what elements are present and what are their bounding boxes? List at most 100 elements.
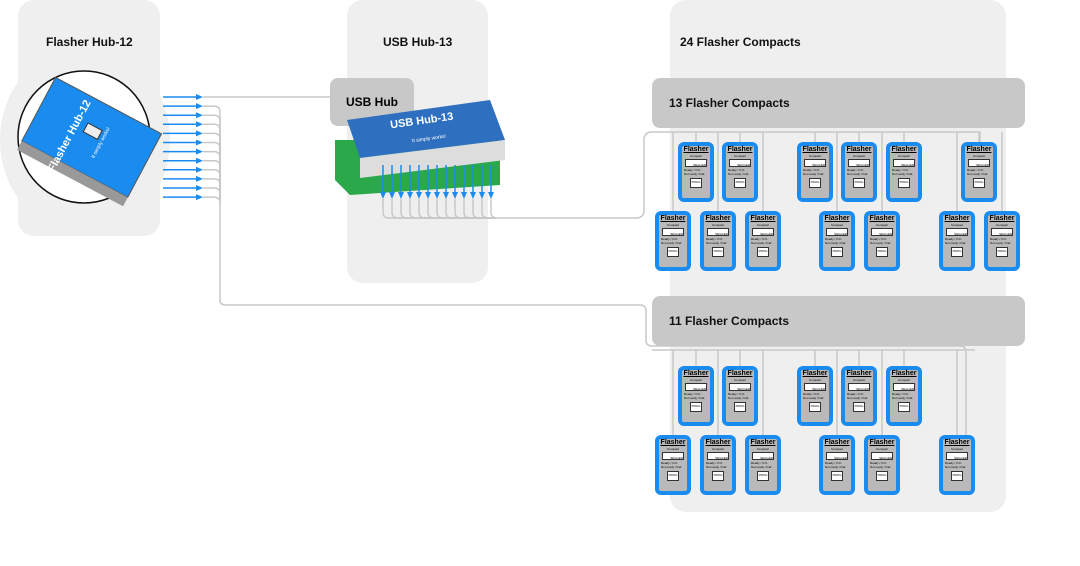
- device-subtitle: Compact: [666, 223, 679, 227]
- hub-port-line: [203, 132, 221, 200]
- usb-port-line: [445, 199, 494, 219]
- arrow-head-icon: [196, 94, 203, 100]
- prog-button[interactable]: PROG: [809, 178, 821, 188]
- arrow-head-icon: [461, 192, 467, 199]
- device-face: Flasher Compact SEGGER Ready / O.K. Not …: [845, 370, 873, 422]
- prog-button[interactable]: PROG: [853, 402, 865, 412]
- segger-logo: SEGGER: [752, 228, 774, 236]
- flasher-hub-title: Flasher Hub-12: [46, 35, 133, 49]
- prog-button[interactable]: PROG: [734, 178, 746, 188]
- device-subtitle: Compact: [733, 378, 746, 382]
- prog-button[interactable]: PROG: [734, 402, 746, 412]
- hub-port-line: [203, 123, 221, 200]
- arrow-head-icon: [470, 192, 476, 199]
- led-fail-label: Not ready / Fail: [661, 241, 682, 245]
- group-bar-13: 13 Flasher Compacts: [652, 78, 1025, 128]
- led-ready-label: Ready / O.K.: [825, 237, 843, 241]
- led-fail-label: Not ready / Fail: [892, 172, 913, 176]
- prog-button[interactable]: PROG: [996, 247, 1008, 257]
- device-face: Flasher Compact SEGGER Ready / O.K. Not …: [659, 215, 687, 267]
- led-ready-label: Ready / O.K.: [847, 392, 865, 396]
- segger-logo: SEGGER: [662, 452, 684, 460]
- prog-button[interactable]: PROG: [951, 471, 963, 481]
- device-face: Flasher Compact SEGGER Ready / O.K. Not …: [890, 370, 918, 422]
- prog-button[interactable]: PROG: [876, 471, 888, 481]
- device-subtitle: Compact: [852, 154, 865, 158]
- led-fail-label: Not ready / Fail: [892, 396, 913, 400]
- prog-button[interactable]: PROG: [712, 247, 724, 257]
- device-face: Flasher Compact SEGGER Ready / O.K. Not …: [704, 439, 732, 491]
- led-fail-label: Not ready / Fail: [684, 396, 705, 400]
- device-title: Flasher: [750, 439, 776, 446]
- prog-button[interactable]: PROG: [757, 471, 769, 481]
- prog-button[interactable]: PROG: [831, 247, 843, 257]
- prog-button[interactable]: PROG: [831, 471, 843, 481]
- device-subtitle: Compact: [711, 447, 724, 451]
- prog-button[interactable]: PROG: [973, 178, 985, 188]
- flasher-compact-device: Flasher Compact SEGGER Ready / O.K. Not …: [655, 211, 691, 271]
- segger-logo: SEGGER: [893, 383, 915, 391]
- led-fail-label: Not ready / Fail: [967, 172, 988, 176]
- prog-button[interactable]: PROG: [690, 402, 702, 412]
- device-face: Flasher Compact SEGGER Ready / O.K. Not …: [988, 215, 1016, 267]
- device-title: Flasher: [869, 439, 895, 446]
- segger-logo: SEGGER: [826, 452, 848, 460]
- usb-hub-label: USB Hub: [346, 95, 398, 109]
- led-ready-label: Ready / O.K.: [684, 168, 702, 172]
- prog-button[interactable]: PROG: [690, 178, 702, 188]
- device-face: Flasher Compact SEGGER Ready / O.K. Not …: [868, 439, 896, 491]
- usb-port-line: [490, 199, 498, 219]
- device-face: Flasher Compact SEGGER Ready / O.K. Not …: [749, 215, 777, 267]
- prog-button[interactable]: PROG: [757, 247, 769, 257]
- usb-hub-title: USB Hub-13: [383, 35, 453, 49]
- led-fail-label: Not ready / Fail: [803, 172, 824, 176]
- prog-button[interactable]: PROG: [898, 402, 910, 412]
- led-ready-label: Ready / O.K.: [684, 392, 702, 396]
- prog-button[interactable]: PROG: [876, 247, 888, 257]
- arrow-head-icon: [488, 192, 494, 199]
- prog-button[interactable]: PROG: [712, 471, 724, 481]
- device-subtitle: Compact: [897, 154, 910, 158]
- device-face: Flasher Compact SEGGER Ready / O.K. Not …: [943, 439, 971, 491]
- device-face: Flasher Compact SEGGER Ready / O.K. Not …: [845, 146, 873, 198]
- device-subtitle: Compact: [756, 447, 769, 451]
- arrow-head-icon: [380, 192, 386, 199]
- device-title: Flasher: [944, 439, 970, 446]
- device-subtitle: Compact: [852, 378, 865, 382]
- flasher-compact-device: Flasher Compact SEGGER Ready / O.K. Not …: [797, 366, 833, 426]
- arrow-head-icon: [196, 166, 203, 173]
- prog-button[interactable]: PROG: [898, 178, 910, 188]
- device-subtitle: Compact: [950, 223, 963, 227]
- prog-button[interactable]: PROG: [667, 247, 679, 257]
- led-fail-label: Not ready / Fail: [945, 465, 966, 469]
- device-title: Flasher: [705, 215, 731, 222]
- prog-button[interactable]: PROG: [951, 247, 963, 257]
- led-ready-label: Ready / O.K.: [892, 168, 910, 172]
- arrow-head-icon: [196, 112, 203, 119]
- led-ready-label: Ready / O.K.: [945, 237, 963, 241]
- device-title: Flasher: [824, 215, 850, 222]
- arrow-head-icon: [196, 121, 203, 128]
- led-ready-label: Ready / O.K.: [803, 392, 821, 396]
- device-title: Flasher: [891, 370, 917, 377]
- device-face: Flasher Compact SEGGER Ready / O.K. Not …: [823, 439, 851, 491]
- prog-button[interactable]: PROG: [853, 178, 865, 188]
- prog-button[interactable]: PROG: [809, 402, 821, 412]
- arrow-head-icon: [452, 192, 458, 199]
- led-fail-label: Not ready / Fail: [751, 241, 772, 245]
- usb-port-line: [481, 199, 494, 219]
- prog-button[interactable]: PROG: [667, 471, 679, 481]
- led-ready-label: Ready / O.K.: [945, 461, 963, 465]
- device-subtitle: Compact: [875, 223, 888, 227]
- hub-port-line: [203, 105, 221, 200]
- led-fail-label: Not ready / Fail: [684, 172, 705, 176]
- arrow-head-icon: [196, 130, 203, 137]
- led-fail-label: Not ready / Fail: [728, 396, 749, 400]
- hub-to-group-11-line: [219, 200, 967, 440]
- device-face: Flasher Compact SEGGER Ready / O.K. Not …: [890, 146, 918, 198]
- usb-port-line: [400, 199, 494, 219]
- flasher-compact-device: Flasher Compact SEGGER Ready / O.K. Not …: [961, 142, 997, 202]
- device-subtitle: Compact: [875, 447, 888, 451]
- led-fail-label: Not ready / Fail: [847, 396, 868, 400]
- usb-port-line: [427, 199, 494, 219]
